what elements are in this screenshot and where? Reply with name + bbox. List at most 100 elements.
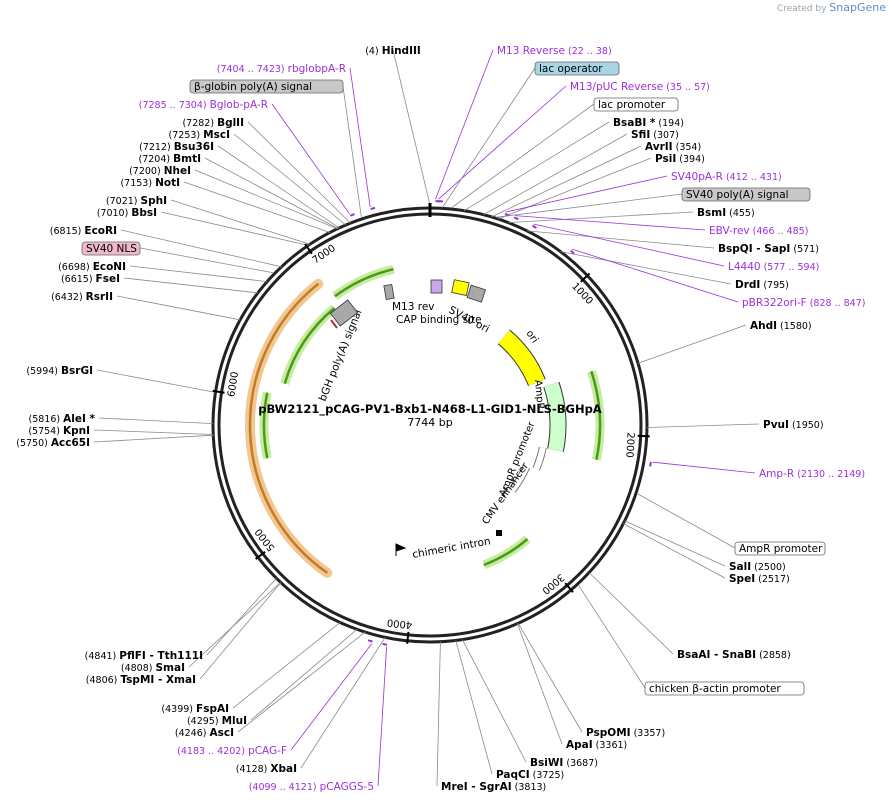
tick-label-3000: 3000 bbox=[540, 571, 566, 596]
cmv-start-marker bbox=[496, 530, 502, 536]
enzyme-position: (4399) bbox=[161, 704, 196, 715]
enzyme-name: KpnI bbox=[63, 425, 90, 437]
enzyme-position: (354) bbox=[673, 142, 702, 153]
enzyme-label-xbai: (4128) XbaI bbox=[236, 763, 297, 775]
enzyme-position: (3725) bbox=[530, 770, 565, 781]
sv40-polya-box bbox=[466, 284, 486, 303]
enzyme-leader-bglii bbox=[247, 121, 351, 224]
enzyme-name: DrdI bbox=[735, 279, 760, 291]
tick-2000 bbox=[637, 434, 650, 438]
enzyme-name: MreI - SgrAI bbox=[441, 781, 512, 793]
enzyme-name: SpeI bbox=[729, 573, 755, 585]
primer-range: (577 .. 594) bbox=[761, 262, 820, 273]
tick-label-1000: 1000 bbox=[569, 281, 594, 307]
enzyme-position: (4128) bbox=[236, 764, 271, 775]
enzyme-name: PaqCI bbox=[496, 769, 530, 781]
enzyme-label-bmti: (7204) BmtI bbox=[139, 153, 201, 165]
enzyme-label-bspqi-sapi: BspQI - SapI (571) bbox=[718, 243, 819, 255]
enzyme-name: Bsu36I bbox=[174, 141, 214, 153]
enzyme-position: (4295) bbox=[187, 716, 222, 727]
primer-mark-rbglobpa-r bbox=[370, 206, 376, 210]
enzyme-name: MluI bbox=[222, 715, 247, 727]
primer-leader-bglob-pa-r bbox=[271, 103, 350, 215]
enzyme-position: (5754) bbox=[28, 426, 63, 437]
enzyme-leader-fsei bbox=[123, 277, 258, 294]
ampr-promoter-arrow bbox=[533, 446, 546, 471]
enzyme-name: EcoRI bbox=[84, 225, 117, 237]
enzyme-leader-acc65i bbox=[93, 434, 214, 443]
tick-6000 bbox=[212, 389, 225, 394]
primer-range: (412 .. 431) bbox=[723, 172, 782, 183]
enzyme-label-paqci: PaqCI (3725) bbox=[496, 769, 564, 781]
enzyme-leader-xbai bbox=[300, 637, 386, 769]
feature-box-globin-poly-a-signal bbox=[189, 79, 344, 94]
enzyme-name: AleI * bbox=[63, 413, 95, 425]
enzyme-label-hindiii: (4) HindIII bbox=[365, 45, 421, 57]
enzyme-label-econi: (6698) EcoNI bbox=[58, 261, 126, 273]
enzyme-position: (7253) bbox=[169, 130, 204, 141]
enzyme-position: (5994) bbox=[26, 366, 61, 377]
primer-label-ebv-rev: EBV-rev (466 .. 485) bbox=[709, 225, 808, 237]
enzyme-name: SfiI bbox=[631, 129, 650, 141]
enzyme-name: PsiI bbox=[655, 153, 676, 165]
enzyme-name: FspAI bbox=[196, 703, 229, 715]
cds-green-arrow-4 bbox=[483, 538, 529, 567]
primer-label-rbglobpa-r: (7404 .. 7423) rbglobpA-R bbox=[217, 63, 346, 75]
primer-mark-bglob-pa-r bbox=[349, 213, 355, 217]
enzyme-leader-hindiii bbox=[392, 49, 432, 209]
enzyme-leader-fspai bbox=[232, 622, 341, 709]
enzyme-leader-rsrii bbox=[116, 295, 241, 321]
enzyme-leader-sphi bbox=[170, 199, 311, 245]
enzyme-position: (6815) bbox=[50, 226, 85, 237]
primer-range: (828 .. 847) bbox=[807, 298, 866, 309]
enzyme-name: AvrII bbox=[645, 141, 673, 153]
enzyme-label-mlui: (4295) MluI bbox=[187, 715, 247, 727]
enzyme-label-asci: (4246) AscI bbox=[175, 727, 234, 739]
primer-label-pcaggs-5: (4099 .. 4121) pCAGGS-5 bbox=[249, 781, 374, 793]
enzyme-position: (7204) bbox=[139, 154, 174, 165]
enzyme-leader-paqci bbox=[455, 640, 493, 775]
primer-name: Amp-R bbox=[759, 468, 794, 480]
primer-label-pbr322ori-f: pBR322ori-F (828 .. 847) bbox=[742, 297, 865, 309]
enzyme-label-bsiwi: BsiWI (3687) bbox=[530, 757, 598, 769]
primer-name: pCAGGS-5 bbox=[320, 781, 374, 793]
cds-orange-arrow bbox=[248, 282, 329, 574]
tick-label-4000: 4000 bbox=[386, 616, 412, 630]
enzyme-name: ApaI bbox=[566, 739, 593, 751]
ampr-label: AmpR bbox=[532, 379, 546, 410]
enzyme-label-ecori: (6815) EcoRI bbox=[50, 225, 117, 237]
enzyme-position: (3361) bbox=[593, 740, 628, 751]
primer-range: (2130 .. 2149) bbox=[794, 469, 865, 480]
sv40-ori-box-yellow bbox=[451, 279, 470, 296]
enzyme-name: BspQI - SapI bbox=[718, 243, 790, 255]
enzyme-position: (3813) bbox=[512, 782, 547, 793]
enzyme-position: (1580) bbox=[777, 321, 812, 332]
enzyme-name: NheI bbox=[164, 165, 191, 177]
enzyme-leader-avrii bbox=[491, 145, 642, 218]
cds-green-arrow-2 bbox=[283, 307, 336, 384]
feature-box-sv40-poly-a-signal bbox=[681, 187, 811, 202]
enzyme-leader-ecori bbox=[120, 229, 282, 268]
primer-leader-pcaggs-5 bbox=[377, 646, 387, 787]
enzyme-leader-kpni bbox=[93, 429, 214, 435]
feature-label-chicken-actin-promoter: chicken β-actin promoter bbox=[649, 683, 781, 695]
primer-range: (22 .. 38) bbox=[565, 46, 612, 57]
enzyme-name: BsaBI * bbox=[613, 117, 656, 129]
enzyme-name: BsmI bbox=[697, 207, 726, 219]
enzyme-leader-psii bbox=[498, 157, 652, 220]
enzyme-label-bglii: (7282) BglII bbox=[182, 117, 244, 129]
feature-box-lac-operator bbox=[534, 61, 620, 76]
primer-mark-ebv-rev bbox=[513, 216, 519, 221]
enzyme-label-sfii: SfiI (307) bbox=[631, 129, 679, 141]
feature-box-lac-promoter bbox=[593, 97, 679, 112]
primer-range: (35 .. 57) bbox=[663, 82, 710, 93]
enzyme-leader-bsiwi bbox=[462, 639, 527, 763]
enzyme-leader-bspqi-sapi bbox=[526, 230, 715, 249]
enzyme-label-kpni: (5754) KpnI bbox=[28, 425, 90, 437]
enzyme-name: Acc65I bbox=[51, 437, 90, 449]
enzyme-name: MscI bbox=[203, 129, 230, 141]
tick-label-2000: 2000 bbox=[623, 432, 635, 458]
feature-leader-ampr-promoter bbox=[636, 493, 736, 549]
ori-label: ori bbox=[524, 328, 540, 345]
